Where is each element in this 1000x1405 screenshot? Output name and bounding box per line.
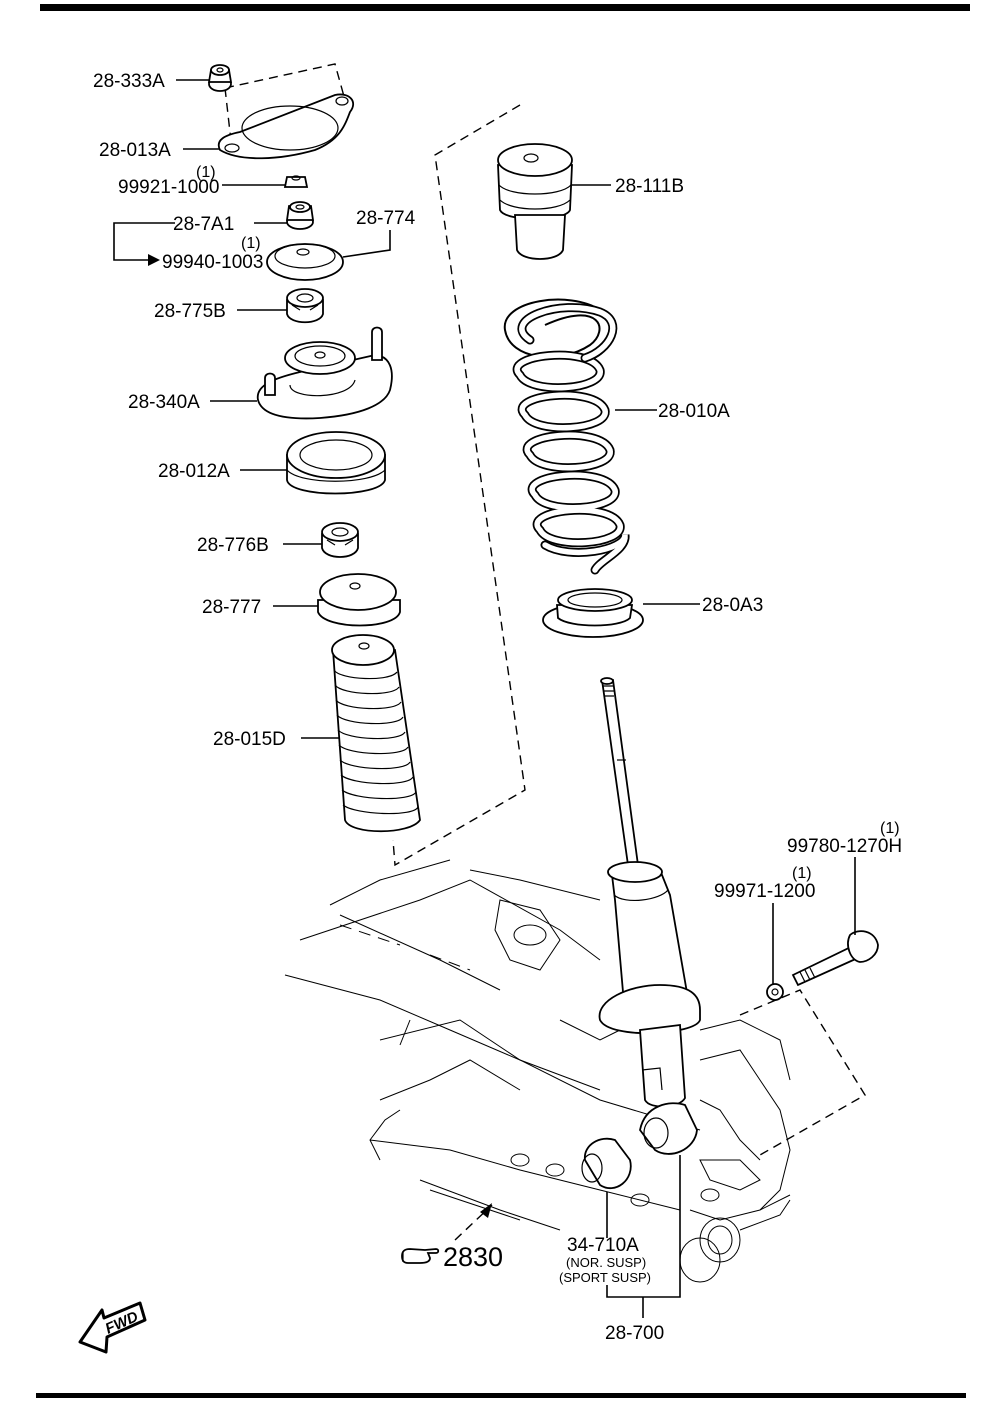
- label-28-7A1: 28-7A1: [173, 214, 234, 235]
- label-28-333A: 28-333A: [93, 71, 165, 92]
- note-sport-susp: (SPORT SUSP): [559, 1270, 651, 1285]
- part-bolt-99780-1270H: [791, 930, 879, 987]
- label-34-710A: 34-710A: [567, 1235, 639, 1256]
- part-stopper-28-777: [317, 573, 401, 627]
- top-border: [40, 4, 970, 11]
- part-seat-28-012A: [286, 431, 386, 495]
- part-spring-28-010A: [503, 298, 630, 575]
- part-seat-28-0A3: [542, 588, 644, 638]
- label-28-013A: 28-013A: [99, 140, 171, 161]
- part-washer-28-774: [266, 243, 344, 281]
- label-28-010A: 28-010A: [658, 401, 730, 422]
- part-mount-28-340A: [257, 326, 393, 420]
- fwd-arrow-icon: FWD: [78, 1301, 147, 1354]
- part-nut-28-333A: [207, 64, 233, 92]
- guide-dashed-main: [392, 104, 526, 867]
- label-28-111B: 28-111B: [615, 176, 684, 197]
- label-28-774: 28-774: [356, 208, 416, 229]
- label-28-0A3: 28-0A3: [702, 595, 763, 616]
- part-shock-28-700: [598, 677, 701, 1155]
- label-99971-1200: 99971-1200: [714, 881, 815, 902]
- part-nut-99921-1000: [283, 175, 309, 188]
- reference-2830[interactable]: 2830: [443, 1242, 503, 1272]
- label-28-700: 28-700: [605, 1323, 664, 1344]
- label-28-775B: 28-775B: [154, 301, 226, 322]
- part-nut-28-7A1: [285, 201, 315, 230]
- part-bushing-34-710A: [581, 1137, 632, 1190]
- reference-arrowhead: [480, 1203, 492, 1218]
- label-99921-1000: 99921-1000: [118, 177, 219, 198]
- label-28-012A: 28-012A: [158, 461, 230, 482]
- qty-99921-1000: (1): [196, 164, 216, 181]
- guide-dashed-bolt: [739, 989, 866, 1156]
- fwd-label: FWD: [103, 1308, 141, 1337]
- part-bushing-28-775B: [286, 288, 324, 324]
- reference-arrow-line: [454, 1204, 493, 1241]
- label-99940-1003: 99940-1003: [162, 252, 263, 273]
- part-bushing-28-776B: [321, 522, 359, 558]
- guide-dashed-top: [224, 63, 346, 101]
- label-28-015D: 28-015D: [213, 729, 286, 750]
- part-bumpstop-28-111B: [497, 143, 573, 260]
- qty-99971-1200: (1): [792, 865, 812, 882]
- label-28-776B: 28-776B: [197, 535, 269, 556]
- subframe-background: [284, 859, 791, 1283]
- pointing-hand-icon: [401, 1248, 440, 1264]
- label-99780-1270H: 99780-1270H: [787, 836, 902, 857]
- part-boot-28-015D: [331, 634, 421, 833]
- qty-99780-1270H: (1): [880, 820, 900, 837]
- part-washer-99971-1200: [766, 983, 784, 1001]
- note-nor-susp: (NOR. SUSP): [566, 1255, 646, 1270]
- qty-99940-1003: (1): [241, 235, 261, 252]
- part-plate-28-013A: [217, 93, 355, 160]
- bottom-border: [36, 1393, 966, 1398]
- label-28-777: 28-777: [202, 597, 261, 618]
- leader-lines: [113, 79, 856, 1318]
- label-28-340A: 28-340A: [128, 392, 200, 413]
